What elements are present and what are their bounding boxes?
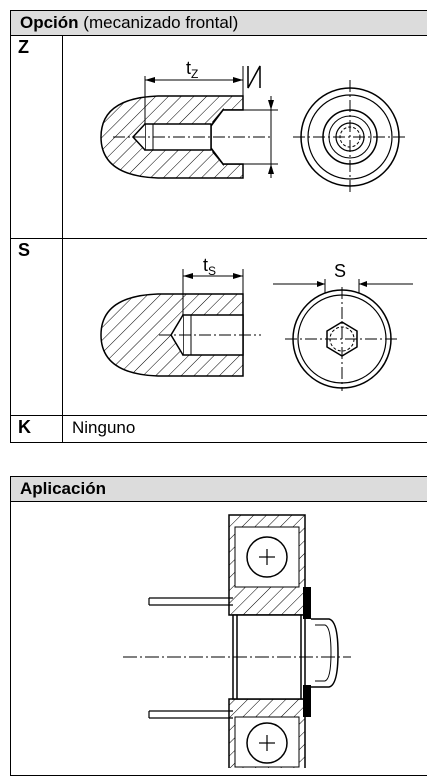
option-code-k: K xyxy=(11,416,63,442)
dim-n-label: N xyxy=(63,36,64,37)
option-row-z: Z tZ xyxy=(11,36,427,239)
opcion-table: Opción (mecanizado frontal) Z xyxy=(10,10,427,443)
option-s-drawing-cell: tS S xyxy=(63,239,427,415)
opcion-header-rest: (mecanizado frontal) xyxy=(78,13,239,32)
aplicacion-header-text: Aplicación xyxy=(20,479,106,498)
option-z-drawing-cell: tZ N xyxy=(63,36,427,238)
option-row-k: K Ninguno xyxy=(11,416,427,442)
aplicacion-table-header: Aplicación xyxy=(11,477,427,502)
option-s-drawing: tS S xyxy=(100,255,413,391)
end-view-s: S xyxy=(273,261,413,391)
dim-tz-label: tZ xyxy=(186,58,198,81)
dim-s-label: S xyxy=(334,261,346,281)
option-code-z: Z xyxy=(11,36,63,238)
bearing-section xyxy=(228,514,339,768)
option-z-drawing: tZ N xyxy=(63,36,407,194)
application-drawing xyxy=(123,514,351,768)
option-row-s: S tS xyxy=(11,239,427,416)
end-view-z xyxy=(293,80,407,194)
opcion-header-bold: Opción xyxy=(20,13,79,32)
option-k-text: Ninguno xyxy=(72,418,136,437)
option-code-s: S xyxy=(11,239,63,415)
dim-ts-label: tS xyxy=(203,255,216,278)
opcion-table-header: Opción (mecanizado frontal) xyxy=(11,11,427,36)
aplicacion-table: Aplicación xyxy=(10,476,427,776)
